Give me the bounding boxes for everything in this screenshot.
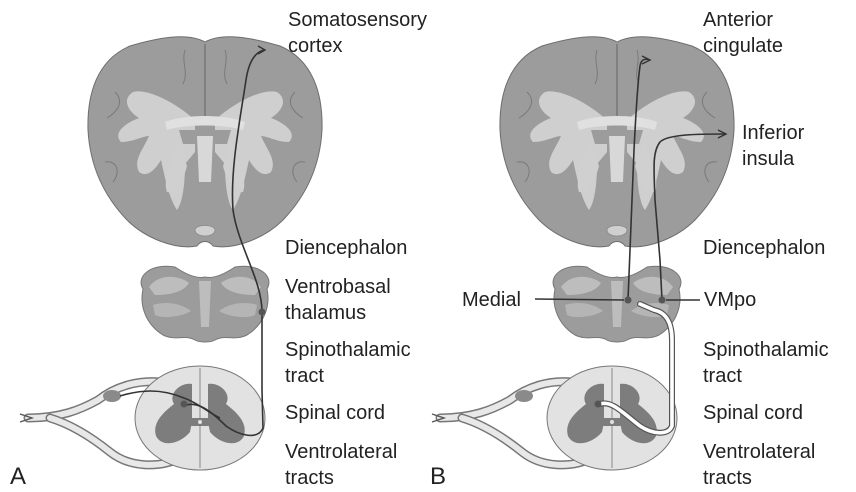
panel-letter-a: A (10, 463, 26, 490)
diencephalon-section-b (553, 266, 681, 342)
label-spinal-cord-b: Spinal cord (703, 402, 803, 424)
medial-leader-line (535, 299, 624, 300)
label-spinal-cord-a: Spinal cord (285, 402, 385, 424)
label-cortex: cortex (288, 35, 342, 57)
spinal-cord-section-b (547, 366, 677, 470)
diencephalon-section-a (141, 266, 269, 342)
label-diencephalon-a: Diencephalon (285, 237, 407, 259)
brain-section-a (88, 37, 322, 247)
label-tract-a: tract (285, 365, 324, 387)
dorsal-horn-node-b (595, 401, 602, 408)
label-spinothalamic-b: Spinothalamic (703, 339, 829, 361)
label-thalamus: thalamus (285, 302, 366, 324)
label-diencephalon-b: Diencephalon (703, 237, 825, 259)
label-spinothalamic-a: Spinothalamic (285, 339, 411, 361)
label-inferior: Inferior (742, 122, 805, 144)
medial-thalamus-node (625, 297, 632, 304)
label-tract-b: tract (703, 365, 742, 387)
label-anterior: Anterior (703, 9, 773, 31)
label-tracts-a: tracts (285, 467, 334, 489)
spinal-cord-section-a (135, 366, 265, 470)
label-medial: Medial (462, 289, 521, 311)
label-cingulate: cingulate (703, 35, 783, 57)
thalamic-relay-node-a (259, 309, 266, 316)
panel-letter-b: B (430, 463, 446, 490)
label-vmpo: VMpo (704, 289, 756, 311)
label-insula: insula (742, 148, 795, 170)
panel-a: Somatosensory cortex Diencephalon Ventro… (10, 9, 427, 490)
label-ventrobasal: Ventrobasal (285, 276, 391, 298)
dorsal-horn-node-a (181, 401, 188, 408)
label-tracts-b: tracts (703, 467, 752, 489)
label-ventrolateral-a: Ventrolateral (285, 441, 397, 463)
label-ventrolateral-b: Ventrolateral (703, 441, 815, 463)
label-somatosensory: Somatosensory (288, 9, 427, 31)
brain-section-b (500, 37, 734, 247)
panel-b: Anterior cingulate Inferior insula Dienc… (430, 9, 829, 490)
vmpo-node (659, 297, 666, 304)
